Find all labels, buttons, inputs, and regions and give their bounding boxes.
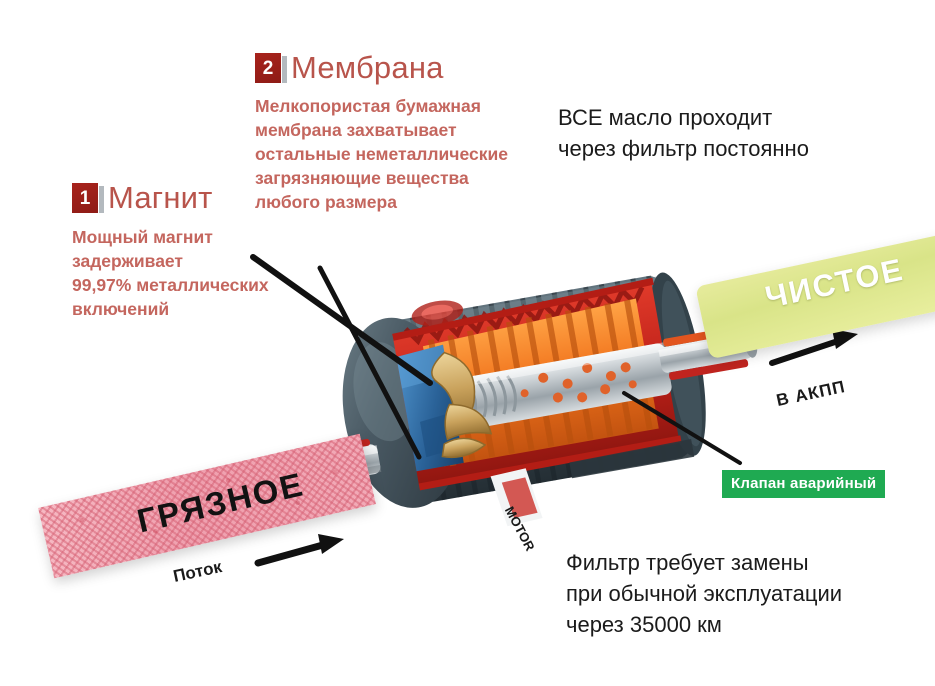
callout-magnet-body: Мощный магнит задерживает 99,97% металли…	[72, 226, 269, 322]
note-all-oil-passes: ВСЕ масло проходит через фильтр постоянн…	[558, 103, 809, 165]
callout-membrane-line-1: Мелкопористая бумажная	[255, 96, 481, 116]
callout-membrane: 2 Мембрана Мелкопористая бумажная мембра…	[255, 50, 508, 215]
leader-line-valve	[622, 391, 742, 465]
cutaway-section	[393, 283, 680, 485]
callout-magnet-head: 1 Магнит	[72, 180, 269, 216]
note-replacement-line-2: при обычной эксплуатации	[566, 580, 843, 606]
leader-line-membrane	[317, 265, 422, 460]
note-replacement-line-1: Фильтр требует замены	[566, 550, 809, 575]
callout-magnet-line-2: задерживает	[72, 250, 183, 271]
shell-emblem	[411, 300, 464, 326]
callout-membrane-number: 2	[255, 53, 287, 83]
callout-membrane-line-4: загрязняющие вещества	[255, 167, 469, 188]
filter-assembly: MOTOR	[245, 254, 858, 567]
note-replacement-interval: Фильтр требует замены при обычной эксплу…	[566, 548, 842, 640]
flow-arrow-inlet	[254, 534, 344, 567]
callout-membrane-body: Мелкопористая бумажная мембрана захватыв…	[255, 95, 508, 215]
leader-lines	[250, 254, 742, 465]
callout-membrane-line-2: мембрана захватывает	[255, 119, 457, 140]
callout-magnet-line-1: Мощный магнит	[72, 227, 213, 247]
callout-magnet: 1 Магнит Мощный магнит задерживает 99,97…	[72, 180, 269, 322]
callout-membrane-head: 2 Мембрана	[255, 50, 508, 86]
centre-tube-perforations	[520, 362, 637, 403]
note-all-oil-line-2: через фильтр постоянно	[558, 135, 809, 161]
callout-magnet-number: 1	[72, 183, 104, 213]
callout-membrane-line-3: остальные неметаллические	[255, 143, 508, 164]
callout-magnet-title: Магнит	[108, 180, 213, 215]
leader-line-magnet	[250, 254, 433, 386]
note-all-oil-line-1: ВСЕ масло проходит	[558, 105, 773, 130]
callout-membrane-title: Мембрана	[291, 50, 444, 85]
emergency-valve-label: Клапан аварийный	[722, 470, 886, 498]
callout-magnet-line-3: 99,97% металлических	[72, 274, 269, 295]
flow-arrow-outlet	[769, 329, 858, 366]
note-replacement-line-3: через 35000 км	[566, 611, 722, 637]
callout-magnet-line-4: включений	[72, 298, 170, 319]
callout-membrane-line-5: любого размера	[255, 191, 397, 212]
spider-retainer	[431, 351, 493, 459]
